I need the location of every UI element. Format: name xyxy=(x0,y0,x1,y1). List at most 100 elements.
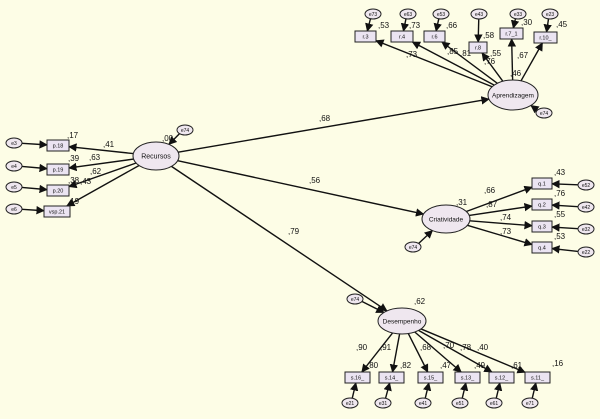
error-arrow-e33 xyxy=(510,18,520,29)
error-label-e32: e32 xyxy=(582,227,591,233)
error-arrow-e42 xyxy=(551,201,579,210)
loading-arrow-r.10_ xyxy=(520,42,544,82)
error-term-e4 xyxy=(5,160,23,172)
indicator-label-r.7_1: r.7_1 xyxy=(505,32,517,38)
indicator-label-p.19: p.19 xyxy=(53,168,64,174)
error-label-e21: e21 xyxy=(346,401,355,407)
indicator-label-s.16_: s.16_ xyxy=(351,376,365,382)
loading-coef-r.6: ,81 xyxy=(460,49,472,58)
loading-coef-q.4: ,73 xyxy=(500,227,512,236)
indicator-r2-s.15_: ,47 xyxy=(440,361,452,370)
indicator-r2-r.10_: ,45 xyxy=(556,20,568,29)
latent-label-desempenho: Desempenho xyxy=(383,319,422,326)
indicator-box-s.15_ xyxy=(417,371,444,384)
error-term-e41 xyxy=(414,397,432,409)
latent-r2-criatividade: ,31 xyxy=(456,198,468,207)
indicator-label-s.11_: s.11_ xyxy=(531,376,545,382)
indicator-r2-r.3: ,53 xyxy=(378,21,390,30)
error-label-e43: e43 xyxy=(475,12,484,18)
error-arrow-e22 xyxy=(551,245,579,254)
error-arrow-e5 xyxy=(21,184,48,194)
error-term-e31 xyxy=(374,397,392,409)
indicator-box-s.12_ xyxy=(488,371,515,384)
loading-coef-s.11_: ,40 xyxy=(477,343,489,352)
path-coef-desempenho: ,79 xyxy=(288,227,300,236)
indicator-r2-vsp.21: ,19 xyxy=(68,197,80,206)
disturbance-aprendizagem xyxy=(535,107,553,119)
loading-coef-q.2: ,87 xyxy=(486,200,498,209)
loading-coef-p.19: ,63 xyxy=(89,153,101,162)
indicator-r2-q.4: ,53 xyxy=(554,232,566,241)
error-term-e71 xyxy=(521,397,539,409)
structural-path-desempenho xyxy=(171,165,388,312)
loading-coef-r.10_: ,67 xyxy=(517,51,529,60)
indicator-label-q.4: q.4 xyxy=(538,246,546,252)
structural-path-criatividade xyxy=(177,160,425,217)
disturbance-label-recursos: e74 xyxy=(181,128,190,134)
error-arrow-e63 xyxy=(400,18,410,32)
latent-r2-desempenho: ,62 xyxy=(414,297,426,306)
indicator-label-vsp.21: vsp.21 xyxy=(49,210,65,216)
loading-coef-q.3: ,74 xyxy=(500,213,512,222)
indicator-r2-r.8: ,58 xyxy=(483,31,495,40)
indicator-box-q.1 xyxy=(531,177,553,190)
error-label-e33: e33 xyxy=(514,12,523,18)
loading-coef-r.4: ,85 xyxy=(447,47,459,56)
indicator-r2-r.4: ,73 xyxy=(409,21,421,30)
latent-label-aprendizagem: Aprendizagem xyxy=(492,93,534,100)
error-label-e71: e71 xyxy=(526,401,535,407)
error-arrow-e21 xyxy=(350,382,359,399)
indicator-box-r.8 xyxy=(468,41,488,54)
loading-coef-s.15_: ,68 xyxy=(420,343,432,352)
indicator-box-r.6 xyxy=(423,30,446,43)
error-term-e23 xyxy=(541,8,559,20)
error-arrow-e51 xyxy=(460,382,469,399)
loading-arrow-r.3 xyxy=(375,39,493,88)
error-term-e21 xyxy=(341,397,359,409)
loading-arrow-p.19 xyxy=(68,158,134,172)
loading-arrow-r.7_1 xyxy=(507,38,517,81)
indicator-label-s.14_: s.14_ xyxy=(385,376,399,382)
indicator-r2-r.6: ,66 xyxy=(446,21,458,30)
loading-arrow-q.4 xyxy=(467,224,533,247)
error-label-e53: e53 xyxy=(437,12,446,18)
indicator-r2-s.14_: ,82 xyxy=(400,361,412,370)
error-arrow-e71 xyxy=(530,382,539,399)
latent-label-recursos: Recursos xyxy=(141,154,171,161)
indicator-box-vsp.21 xyxy=(43,205,71,218)
indicator-label-p.20: p.20 xyxy=(53,189,64,195)
error-term-e5 xyxy=(5,181,23,193)
error-arrow-e41 xyxy=(423,382,432,399)
indicator-box-q.2 xyxy=(531,198,553,211)
indicator-label-s.13_: s.13_ xyxy=(461,376,475,382)
error-label-e63: e63 xyxy=(404,12,413,18)
indicator-box-p.18 xyxy=(46,139,70,152)
indicator-box-q.3 xyxy=(531,220,553,233)
error-term-e42 xyxy=(577,201,595,213)
loading-arrow-p.18 xyxy=(68,143,134,155)
latent-desempenho xyxy=(377,307,427,335)
latent-r2-recursos: ,00 xyxy=(162,134,174,143)
error-label-e22: e22 xyxy=(582,250,591,256)
loading-arrow-p.20 xyxy=(68,162,137,189)
error-label-e4: e4 xyxy=(11,164,17,170)
indicator-box-q.4 xyxy=(531,241,553,254)
loading-arrow-q.1 xyxy=(466,185,533,213)
error-term-e33 xyxy=(509,8,527,20)
loading-arrow-s.13_ xyxy=(414,331,462,373)
indicator-box-s.11_ xyxy=(524,371,551,384)
error-label-e51: e51 xyxy=(456,401,465,407)
error-term-e6 xyxy=(5,203,23,215)
error-label-e61: e61 xyxy=(490,401,499,407)
path-coef-criatividade: ,56 xyxy=(309,176,321,185)
error-arrow-e4 xyxy=(21,163,48,173)
indicator-box-p.20 xyxy=(46,184,70,197)
path-coef-aprendizagem: ,68 xyxy=(319,114,331,123)
error-arrow-e32 xyxy=(551,223,579,232)
loading-arrow-s.14_ xyxy=(389,333,401,373)
disturbance-label-aprendizagem: e74 xyxy=(540,111,549,117)
indicator-label-p.18: p.18 xyxy=(53,144,64,150)
error-arrow-e52 xyxy=(551,179,579,189)
loading-coef-vsp.21: ,43 xyxy=(80,177,92,186)
disturbance-arrow-criatividade xyxy=(417,229,434,245)
